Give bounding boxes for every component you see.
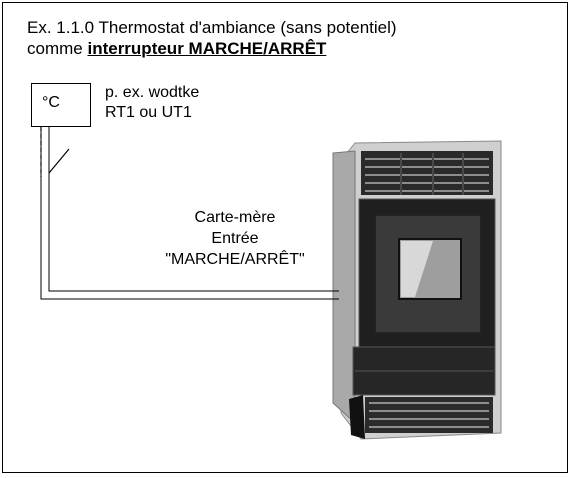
pellet-stove-image: [332, 140, 502, 440]
thermostat-unit-label: °C: [42, 94, 60, 111]
title-line-2-prefix: comme: [27, 39, 88, 58]
title-line-1: Ex. 1.1.0 Thermostat d'ambiance (sans po…: [27, 18, 397, 37]
diagram-frame: Ex. 1.1.0 Thermostat d'ambiance (sans po…: [2, 2, 568, 473]
wire-connection: [40, 125, 339, 300]
device-line-2: RT1 ou UT1: [105, 104, 192, 121]
diagram-title: Ex. 1.1.0 Thermostat d'ambiance (sans po…: [27, 17, 397, 59]
board-line-2: Entrée: [211, 230, 259, 247]
thermostat-box: [31, 83, 91, 127]
device-line-1: p. ex. wodtke: [105, 84, 200, 101]
board-input-label: Carte-mère Entrée "MARCHE/ARRÊT": [125, 207, 345, 270]
title-line-2: comme interrupteur MARCHE/ARRÊT: [27, 38, 397, 59]
diagram-canvas: [40, 125, 502, 440]
board-line-1: Carte-mère: [194, 209, 276, 226]
switch-symbol: [40, 127, 70, 177]
thermostat-device-label: p. ex. wodtke RT1 ou UT1: [105, 83, 199, 123]
board-line-3: "MARCHE/ARRÊT": [165, 251, 305, 268]
title-line-2-bold: interrupteur MARCHE/ARRÊT: [87, 39, 327, 58]
